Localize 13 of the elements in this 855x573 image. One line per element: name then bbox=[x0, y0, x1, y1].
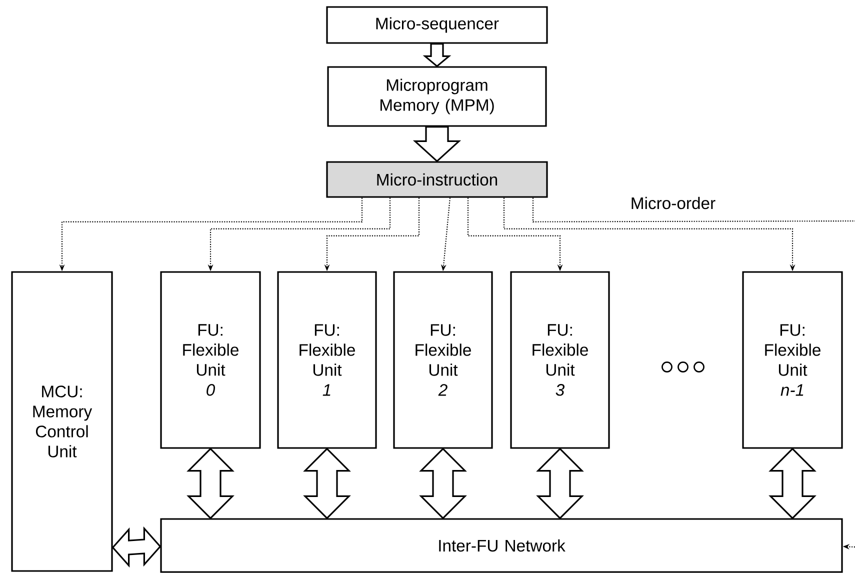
instruction-box: Micro-instruction bbox=[326, 161, 548, 198]
edge-label: Micro-order bbox=[629, 196, 717, 210]
unit-box: FU: Flexible Unit n-1 bbox=[742, 271, 843, 449]
unit-box: MCU: Memory Control Unit bbox=[11, 271, 113, 572]
unit-box: FU: Flexible Unit 3 bbox=[510, 271, 610, 449]
network-box: Inter-FU Network bbox=[160, 518, 843, 573]
unit-box: FU: Flexible Unit 2 bbox=[393, 271, 493, 449]
unit-box: FU: Flexible Unit 1 bbox=[277, 271, 377, 449]
process-box: Micro-sequencer bbox=[326, 6, 548, 44]
block-arrow bbox=[412, 126, 462, 162]
unit-box: FU: Flexible Unit 0 bbox=[160, 271, 261, 449]
memory-box: Microprogram Memory (MPM) bbox=[327, 66, 547, 127]
block-arrow bbox=[422, 43, 452, 68]
